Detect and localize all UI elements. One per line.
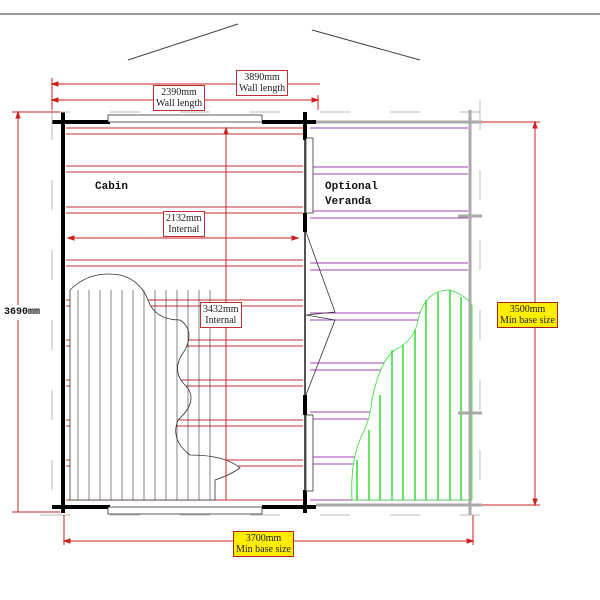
dim-caption: Wall length (156, 98, 203, 109)
dim-caption: Min base size (500, 315, 555, 326)
centre-lines (40, 100, 481, 520)
window-top (107, 114, 263, 123)
veranda-label-line2: Veranda (325, 196, 372, 208)
dim-caption: Internal (168, 224, 200, 235)
dim-value: 3700mm (245, 533, 282, 544)
veranda-decking-hatch (351, 289, 473, 501)
cabin-walls (52, 112, 336, 515)
roof-line-right (311, 29, 421, 61)
roof-line-left (127, 23, 239, 61)
dim-caption: Min base size (236, 544, 291, 555)
dim-caption: Internal (205, 315, 237, 326)
door-swing (305, 231, 336, 396)
window-right-top (305, 137, 314, 214)
cabin-label: Cabin (95, 181, 129, 193)
window-right-bottom (305, 414, 314, 492)
dim-caption: Wall length (239, 83, 286, 94)
veranda-label-line1: Optional (325, 181, 378, 193)
dim-value: 3432mm (203, 304, 239, 315)
veranda-frame (316, 110, 482, 515)
dim-value: 3890mm (244, 72, 280, 83)
dim-value: 2390mm (161, 87, 197, 98)
dim-value: 2132mm (166, 213, 202, 224)
dim-depth: 3690mm (4, 305, 41, 320)
cabin-cutaway-hatch (69, 273, 241, 501)
dim-value: 3500mm (509, 304, 546, 315)
window-bottom (107, 506, 263, 515)
